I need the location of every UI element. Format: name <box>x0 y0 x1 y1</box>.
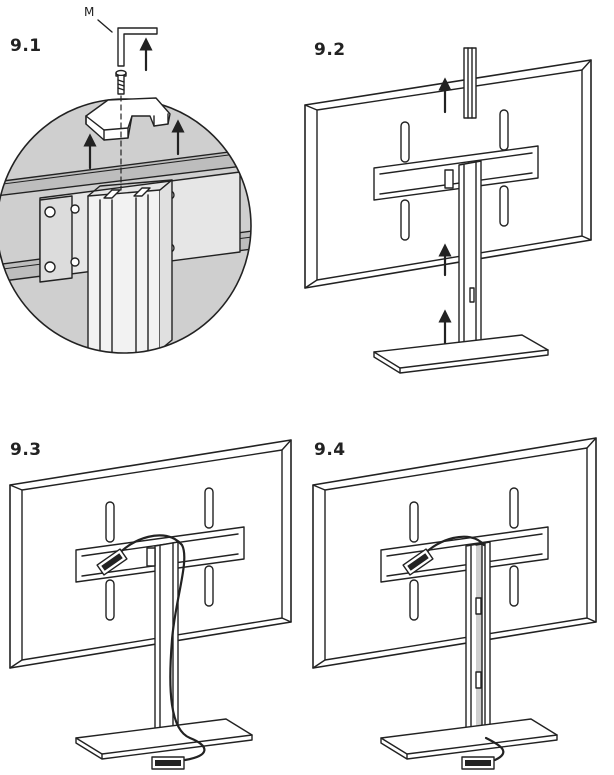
stand-column <box>458 160 482 357</box>
stand-column <box>154 541 179 743</box>
hdmi-plug-icon <box>96 548 128 576</box>
hdmi-plug-icon <box>402 548 434 576</box>
mounting-slots <box>400 109 509 241</box>
step-label-9-4: 9.4 <box>314 440 346 460</box>
column-top-piece <box>463 47 477 119</box>
step-9-2-illustration <box>304 47 592 374</box>
screw-callout-letter: M <box>84 5 95 19</box>
horizontal-bracket <box>373 145 539 201</box>
step-label-9-2: 9.2 <box>314 40 346 60</box>
step-9-3-illustration <box>9 439 292 770</box>
mounting-slots <box>105 487 214 621</box>
hdmi-cable <box>116 534 206 762</box>
screw-icon <box>115 69 127 95</box>
hdmi-plug-icon <box>151 756 185 770</box>
hex-key-icon <box>117 27 158 67</box>
hdmi-plug-icon <box>461 756 495 770</box>
horizontal-bracket <box>380 526 549 583</box>
callout-leader-line <box>97 19 113 33</box>
step-label-9-3: 9.3 <box>10 440 42 460</box>
top-cap-piece <box>85 97 171 141</box>
step-9-4-illustration <box>312 437 597 770</box>
mounting-slots <box>409 487 519 621</box>
step-label-9-1: 9.1 <box>10 36 42 56</box>
step-9-1-detail <box>0 19 252 354</box>
